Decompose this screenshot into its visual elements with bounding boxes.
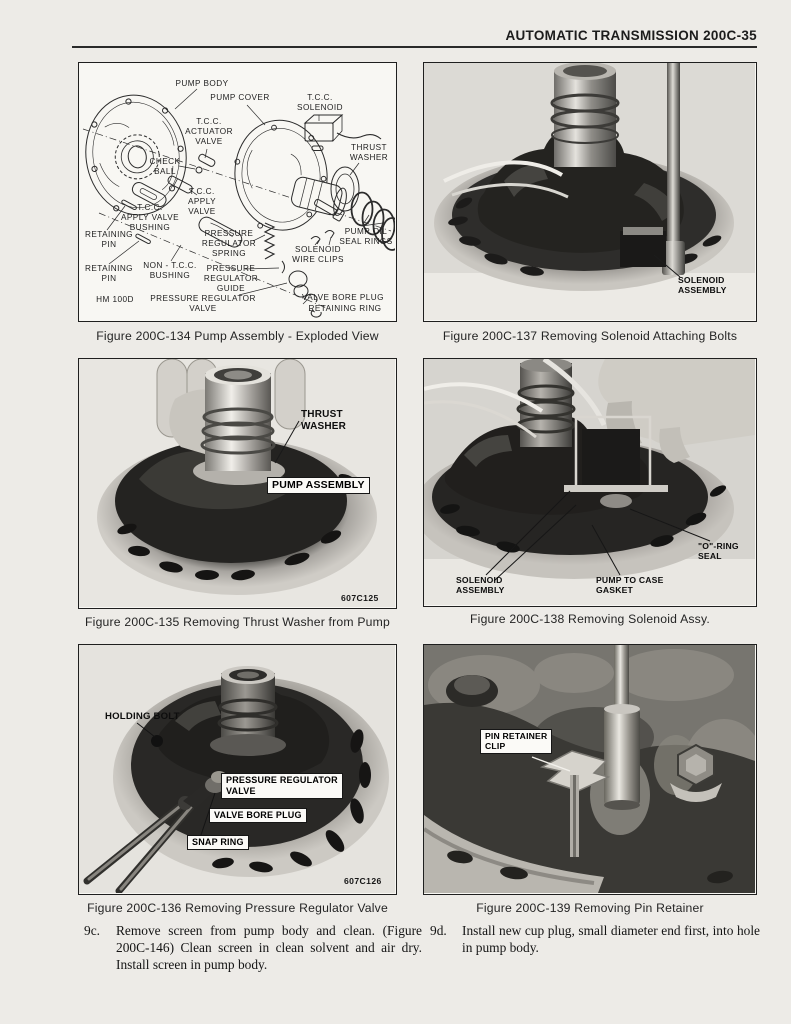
photo-label-pressure-regulator-valve: PRESSURE REGULATOR VALVE	[221, 773, 343, 799]
instruction-text: Remove screen from pump body and clean. …	[116, 923, 422, 973]
part-label: T.C.C. ACTUATOR VALVE	[185, 117, 233, 146]
instruction-text: Install new cup plug, small diameter end…	[462, 923, 760, 956]
photo-id: 607C126	[344, 876, 382, 886]
part-label: PRESSURE REGULATOR SPRING	[201, 229, 257, 258]
part-label: THRUST WASHER	[349, 143, 389, 162]
photo-label-valve-bore-plug: VALVE BORE PLUG	[209, 808, 307, 823]
part-label: RETAINING PIN	[84, 230, 134, 249]
photo-label-o-ring-seal: "O"-RING SEAL	[698, 541, 739, 562]
instruction-number: 9c.	[84, 923, 100, 938]
exploded-view-art	[82, 88, 395, 318]
figure-caption: Figure 200C-135 Removing Thrust Washer f…	[85, 615, 390, 629]
part-label: HM 100D	[96, 295, 134, 304]
part-label: CHECK BALL	[149, 157, 181, 176]
photo-label-pin-retainer-clip: PIN RETAINER CLIP	[480, 729, 553, 754]
photo-label-solenoid-assembly: SOLENOID ASSEMBLY	[678, 275, 727, 296]
figure-200C-137: SOLENOID ASSEMBLY	[423, 62, 757, 322]
photo-label-solenoid-assembly: SOLENOID ASSEMBLY	[456, 575, 505, 596]
photo-removing-pin-retainer	[424, 645, 755, 893]
instruction-9d: 9d. Install new cup plug, small diameter…	[430, 922, 760, 956]
photo-label-holding-bolt: HOLDING BOLT	[105, 711, 180, 722]
figure-caption: Figure 200C-134 Pump Assembly - Exploded…	[96, 329, 379, 343]
photo-removing-solenoid-assembly	[424, 359, 755, 605]
part-label: T.C.C. SOLENOID	[297, 93, 343, 112]
figure-200C-139: PIN RETAINER CLIP	[423, 644, 757, 895]
figure-200C-136: HOLDING BOLT PRESSURE REGULATOR VALVE VA…	[78, 644, 397, 895]
instruction-number: 9d.	[430, 923, 447, 938]
instruction-9c: 9c. Remove screen from pump body and cle…	[84, 922, 422, 973]
part-label: RETAINING PIN	[84, 264, 134, 283]
photo-removing-pressure-regulator-valve	[79, 645, 395, 893]
part-label: SOLENOID WIRE CLIPS	[292, 245, 344, 264]
photo-removing-solenoid-bolts	[424, 63, 755, 320]
part-label: PUMP OIL SEAL RINGS	[339, 227, 393, 246]
part-label: T.C.C. APPLY VALVE	[187, 187, 217, 216]
page-title: AUTOMATIC TRANSMISSION 200C-35	[505, 28, 757, 43]
part-label: PRESSURE REGULATOR VALVE	[150, 294, 256, 313]
figure-200C-138: SOLENOID ASSEMBLY PUMP TO CASE GASKET "O…	[423, 358, 757, 607]
part-label: T.C.C. APPLY VALVE BUSHING	[120, 203, 180, 232]
figure-caption: Figure 200C-139 Removing Pin Retainer	[476, 901, 704, 915]
photo-id: 607C125	[341, 593, 379, 603]
figure-caption: Figure 200C-136 Removing Pressure Regula…	[87, 901, 388, 915]
part-label: PUMP BODY	[175, 79, 229, 88]
figure-200C-134: PUMP BODY PUMP COVER T.C.C. SOLENOID T.C…	[78, 62, 397, 322]
part-label: NON - T.C.C. BUSHING	[143, 261, 197, 280]
header-rule	[72, 46, 757, 48]
part-label: PUMP COVER	[210, 93, 270, 102]
part-label: RETAINING RING	[308, 304, 382, 313]
figure-200C-135: THRUST WASHER PUMP ASSEMBLY 607C125	[78, 358, 397, 609]
photo-label-thrust-washer: THRUST WASHER	[301, 409, 347, 432]
part-label: PRESSURE REGULATOR GUIDE	[203, 264, 259, 293]
photo-label-pump-to-case-gasket: PUMP TO CASE GASKET	[596, 575, 664, 596]
photo-label-pump-assembly: PUMP ASSEMBLY	[267, 477, 370, 494]
photo-label-snap-ring: SNAP RING	[187, 835, 249, 850]
figure-caption: Figure 200C-137 Removing Solenoid Attach…	[442, 329, 738, 343]
part-label: VALVE BORE PLUG	[302, 293, 384, 302]
figure-caption: Figure 200C-138 Removing Solenoid Assy.	[470, 612, 710, 626]
